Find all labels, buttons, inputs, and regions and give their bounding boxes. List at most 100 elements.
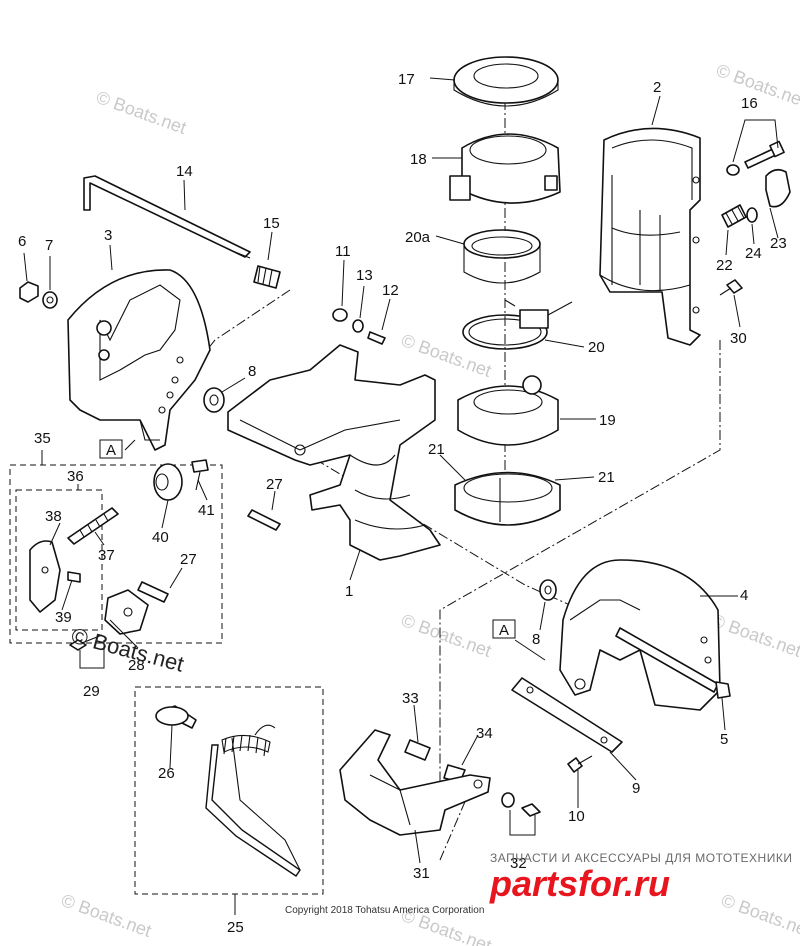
callout-41: 41 [198, 502, 215, 519]
brand-logo: partsfor.ru [489, 863, 670, 904]
watermark: © Boats.net [399, 610, 494, 661]
callout-35: 35 [34, 430, 51, 447]
callout-17: 17 [398, 71, 415, 88]
callout-22: 22 [716, 257, 733, 274]
part-38-lever [29, 540, 61, 613]
callout-2: 2 [653, 79, 661, 96]
callout-23: 23 [770, 235, 787, 252]
part-26-pin [155, 705, 197, 729]
part-23-knob [765, 168, 791, 208]
part-24-washer [746, 207, 758, 223]
callout-20a: 20a [405, 229, 431, 246]
callout-28: 28 [128, 657, 145, 674]
part-31-reverse-lock [339, 729, 491, 836]
callout-4: 4 [740, 587, 748, 604]
part-7-washer [42, 291, 58, 309]
part-37-screw [67, 507, 119, 545]
callout-30: 30 [730, 330, 747, 347]
callout-24: 24 [745, 245, 762, 262]
callout-38: 38 [45, 508, 62, 525]
callout-6: 6 [18, 233, 26, 250]
ref-mark-label: A [499, 622, 509, 639]
callout-27-upper: 27 [266, 476, 283, 493]
callout-20: 20 [588, 339, 605, 356]
watermark: © Boats.net [709, 610, 800, 661]
part-19-bushing [457, 375, 559, 446]
part-22-spring [721, 204, 747, 228]
ref-mark-a-upper: A [99, 439, 123, 459]
part-10-screw [567, 755, 593, 773]
callout-7: 7 [45, 237, 53, 254]
part-29-bolt [69, 634, 103, 651]
watermark: © Boats.net [399, 330, 494, 381]
part-18-bushing [449, 133, 561, 204]
brand-logo-parts: parts [489, 863, 578, 904]
part-30-bolt [719, 279, 743, 296]
callout-26: 26 [158, 765, 175, 782]
part-8-washer [203, 387, 225, 413]
copyright-text: Copyright 2018 Tohatsu America Corporati… [285, 905, 484, 916]
callout-1: 1 [345, 583, 353, 600]
callout-8-lower: 8 [532, 631, 540, 648]
callout-15: 15 [263, 215, 280, 232]
callout-10: 10 [568, 808, 585, 825]
brand-tagline: ЗАПЧАСТИ И АКСЕССУАРЫ ДЛЯ МОТОТЕХНИКИ [490, 851, 792, 865]
part-5-bolt [615, 627, 731, 699]
callout-39: 39 [55, 609, 72, 626]
part-13-washer [352, 319, 364, 333]
callout-29: 29 [83, 683, 100, 700]
callout-32: 32 [510, 855, 527, 872]
callout-13: 13 [356, 267, 373, 284]
part-9-plate [511, 677, 623, 753]
part-20a-bushing [463, 229, 541, 284]
brand-logo-for-ru: for.ru [578, 863, 670, 904]
part-14-tilt-rod [83, 175, 251, 259]
callout-8-upper: 8 [248, 363, 256, 380]
part-3-stern-bracket [67, 269, 211, 451]
part-21-bushing [454, 471, 561, 526]
part-25-spring-assembly [205, 724, 301, 877]
callout-9: 9 [632, 780, 640, 797]
watermark: © Boats.net [94, 87, 189, 138]
leader-lines [23, 77, 779, 915]
part-28-bracket [104, 589, 149, 635]
callout-40: 40 [152, 529, 169, 546]
part-4-stern-bracket [559, 559, 721, 711]
group-36-outline [15, 489, 103, 631]
part-12-bolt [367, 331, 386, 345]
part-16-screw [726, 119, 785, 176]
callout-16: 16 [741, 95, 758, 112]
part-20-band [462, 299, 573, 350]
callout-19: 19 [599, 412, 616, 429]
callout-18: 18 [410, 151, 427, 168]
part-27-pin-upper [247, 509, 281, 531]
callout-21-left: 21 [428, 441, 445, 458]
callout-11: 11 [335, 243, 351, 260]
group-25-outline [134, 686, 324, 895]
callout-12: 12 [382, 282, 399, 299]
callout-34: 34 [476, 725, 493, 742]
watermark: © Boats.net [59, 890, 154, 941]
callout-14: 14 [176, 163, 193, 180]
ref-mark-label: A [106, 442, 116, 459]
callout-36: 36 [67, 468, 84, 485]
part-11-bushing [332, 308, 348, 322]
part-32-bolt [521, 803, 541, 817]
ref-mark-a-lower: A [492, 619, 516, 639]
part-15-spring [253, 265, 281, 289]
part-2-swivel-bracket [599, 127, 701, 346]
callout-5: 5 [720, 731, 728, 748]
part-17-ring [453, 56, 559, 107]
watermark: © Boats.net [719, 890, 800, 941]
callout-3: 3 [104, 227, 112, 244]
callout-21-right: 21 [598, 469, 615, 486]
callout-31: 31 [413, 865, 430, 882]
group-35-outline [9, 464, 223, 644]
part-1-swivel-case [227, 344, 441, 561]
partsfor-brand: ЗАПЧАСТИ И АКСЕССУАРЫ ДЛЯ МОТОТЕХНИКИ pa… [489, 851, 792, 904]
part-27-pin-lower [137, 581, 169, 603]
part-33-spring [404, 739, 431, 761]
part-8-washer-lower [539, 579, 557, 601]
callout-25: 25 [227, 919, 244, 936]
